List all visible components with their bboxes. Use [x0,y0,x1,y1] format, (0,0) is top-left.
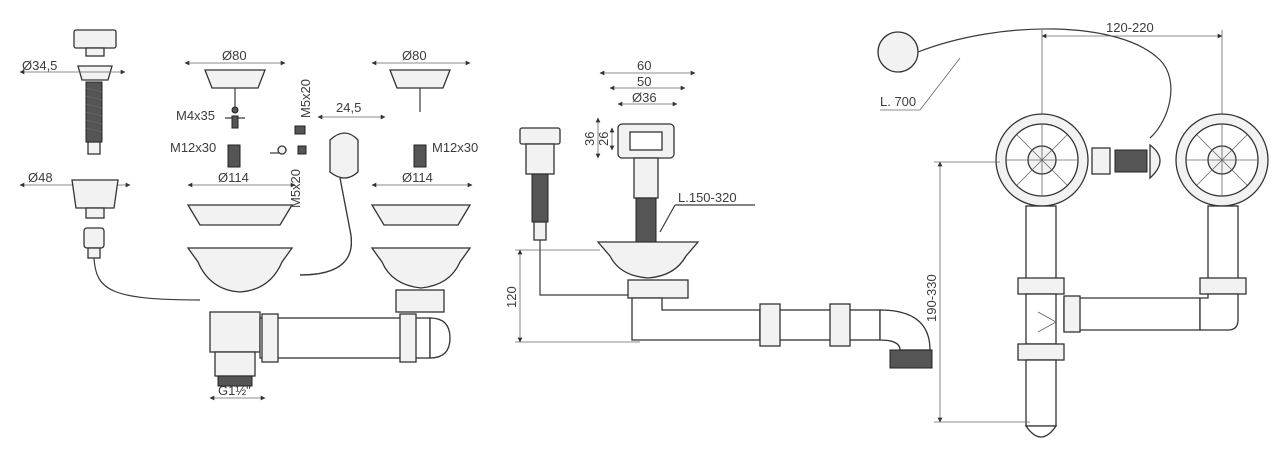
label-m12x30-right: M12x30 [432,140,478,155]
label-d36: Ø36 [632,90,657,105]
label-len150: L.150-320 [678,190,737,205]
label-d48: Ø48 [28,170,53,185]
label-h36: 36 [582,132,597,146]
label-l700: L. 700 [880,94,916,109]
label-d114-left: Ø114 [218,170,249,185]
label-m5x20-bottom: M5x20 [288,169,303,208]
label-m12x30-left: M12x30 [170,140,216,155]
label-d114-right: Ø114 [402,170,433,185]
label-m5x20-top: M5x20 [298,79,313,118]
label-d80-left: Ø80 [222,48,247,63]
label-w120220: 120-220 [1106,20,1154,35]
right-assembly [877,28,1269,438]
middle-assembly [515,70,933,369]
label-d60: 60 [637,58,651,73]
label-d50: 50 [637,74,651,89]
label-g112: G1½" [218,383,251,398]
label-m4x35: M4x35 [176,108,215,123]
label-h120: 120 [504,286,519,308]
label-d80-right: Ø80 [402,48,427,63]
label-h190330: 190-330 [924,274,939,322]
label-d345: Ø34,5 [22,58,57,73]
label-h26: 26 [596,132,611,146]
label-d245: 24,5 [336,100,361,115]
left-assembly [19,29,473,401]
